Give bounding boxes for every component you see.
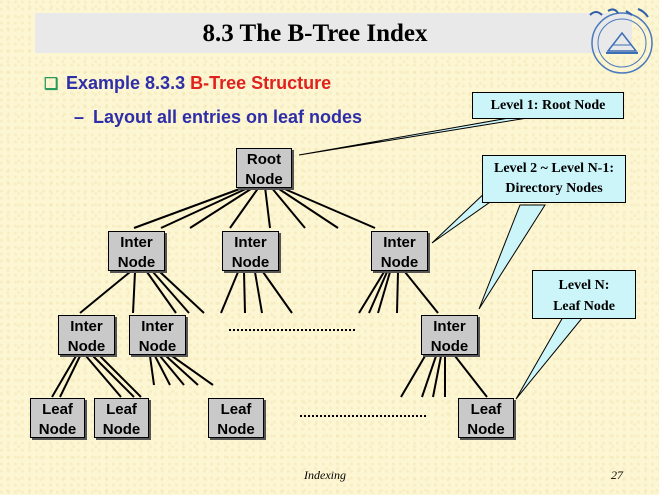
callout-text: Level 2 ~ Level N-1: bbox=[493, 161, 615, 176]
leaf-node: Leaf Node bbox=[30, 398, 85, 438]
node-label: Inter bbox=[120, 234, 153, 251]
callout-pointer-levelN bbox=[515, 316, 585, 400]
leaf-node: Leaf Node bbox=[208, 398, 264, 438]
callout-pointer-level1 bbox=[298, 115, 541, 156]
node-label: Node bbox=[245, 171, 283, 188]
university-logo-icon bbox=[589, 8, 653, 74]
node-label: Inter bbox=[70, 318, 103, 335]
example-label: Example 8.3.3 bbox=[66, 73, 191, 93]
leaf-node: Leaf Node bbox=[94, 398, 149, 438]
callout-text: Level 1: Root Node bbox=[490, 98, 606, 113]
node-label: Node bbox=[217, 421, 255, 438]
edge-lines bbox=[51, 186, 488, 398]
inter-node: Inter Node bbox=[222, 231, 279, 271]
example-title: B-Tree Structure bbox=[190, 73, 332, 93]
callout-levelN: Level N: Leaf Node bbox=[532, 270, 636, 319]
node-label: Inter bbox=[383, 234, 416, 251]
hollow-square-bullet-icon: ❑ bbox=[44, 76, 59, 93]
callout-level2: Level 2 ~ Level N-1: Directory Nodes bbox=[482, 155, 626, 203]
inter-node: Inter Node bbox=[58, 315, 115, 355]
node-label: Leaf bbox=[220, 401, 252, 418]
leaf-node: Leaf Node bbox=[458, 398, 514, 438]
title-bar: 8.3 The B-Tree Index bbox=[35, 13, 632, 53]
subpoint: –Layout all entries on leaf nodes bbox=[74, 107, 362, 128]
node-label: Node bbox=[231, 254, 270, 271]
example-heading: ❑ Example 8.3.3 B-Tree Structure bbox=[44, 73, 331, 94]
inter-node: Inter Node bbox=[371, 231, 428, 271]
callout-level1: Level 1: Root Node bbox=[472, 92, 624, 119]
node-label: Node bbox=[380, 254, 419, 271]
inter-node: Inter Node bbox=[129, 315, 186, 355]
node-label: Leaf bbox=[470, 401, 502, 418]
inter-node: Inter Node bbox=[108, 231, 165, 271]
callout-text: Directory Nodes bbox=[505, 181, 603, 196]
inter-node: Inter Node bbox=[421, 315, 478, 355]
node-label: Node bbox=[102, 421, 141, 438]
callout-pointer-level2-lower bbox=[478, 204, 546, 310]
node-label: Node bbox=[430, 338, 469, 355]
node-label: Node bbox=[138, 338, 177, 355]
node-label: Node bbox=[467, 421, 505, 438]
dash-bullet: – bbox=[74, 107, 85, 127]
node-label: Inter bbox=[234, 234, 267, 251]
node-label: Leaf bbox=[106, 401, 137, 418]
node-label: Leaf bbox=[42, 401, 73, 418]
node-label: Node bbox=[117, 254, 156, 271]
footer-section-label: Indexing bbox=[304, 468, 346, 482]
subpoint-text: Layout all entries on leaf nodes bbox=[93, 107, 363, 127]
node-label: Inter bbox=[433, 318, 466, 335]
slide-title: 8.3 The B-Tree Index bbox=[202, 20, 428, 47]
node-label: Root bbox=[246, 151, 282, 168]
node-label: Inter bbox=[141, 318, 174, 335]
root-node: Root Node bbox=[236, 148, 292, 188]
node-label: Node bbox=[38, 421, 77, 438]
callout-text: Level N: bbox=[558, 278, 610, 293]
callout-text: Leaf Node bbox=[553, 299, 615, 314]
footer-page-number: 27 bbox=[611, 468, 623, 482]
node-label: Node bbox=[67, 338, 106, 355]
